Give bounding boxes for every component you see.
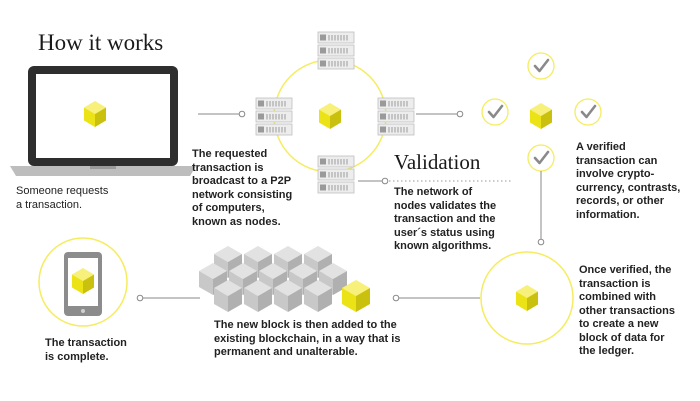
- page-title: How it works: [38, 30, 164, 55]
- step-added-text: The new block is then added to the exist…: [214, 319, 401, 358]
- connector-network-verified: [416, 110, 464, 118]
- check-icon: [480, 97, 510, 127]
- tablet-icon: [64, 252, 102, 316]
- connector-chain-tablet: [136, 294, 200, 302]
- connector-verified-block: [537, 171, 545, 246]
- check-icon: [573, 97, 603, 127]
- check-icon: [526, 143, 556, 173]
- validation-connector: [358, 177, 512, 185]
- blockchain-cubes: [199, 246, 370, 312]
- server-node-right: [378, 98, 414, 135]
- laptop-icon: [10, 66, 196, 176]
- step-complete-text: The transaction is complete.: [45, 337, 127, 363]
- new-block-circle: [480, 251, 574, 345]
- server-node-top: [318, 32, 354, 69]
- verified-cluster: [530, 103, 552, 129]
- step-verified-text: A verified transaction can involve crypt…: [576, 141, 681, 221]
- server-node-bottom: [318, 156, 354, 193]
- check-icon: [526, 51, 556, 81]
- step-broadcast-text: The requested transaction is broadcast t…: [192, 148, 293, 228]
- step-validate-text: The network of nodes validates the trans…: [394, 186, 497, 252]
- connector-laptop-network: [198, 110, 246, 118]
- step-combined-text: Once verified, the transaction is combin…: [579, 264, 675, 357]
- step-request-text: Someone requests a transaction.: [16, 185, 109, 211]
- tablet-circle: [38, 237, 128, 327]
- server-node-left: [256, 98, 292, 135]
- validation-heading: Validation: [394, 150, 481, 174]
- connector-block-chain: [392, 294, 480, 302]
